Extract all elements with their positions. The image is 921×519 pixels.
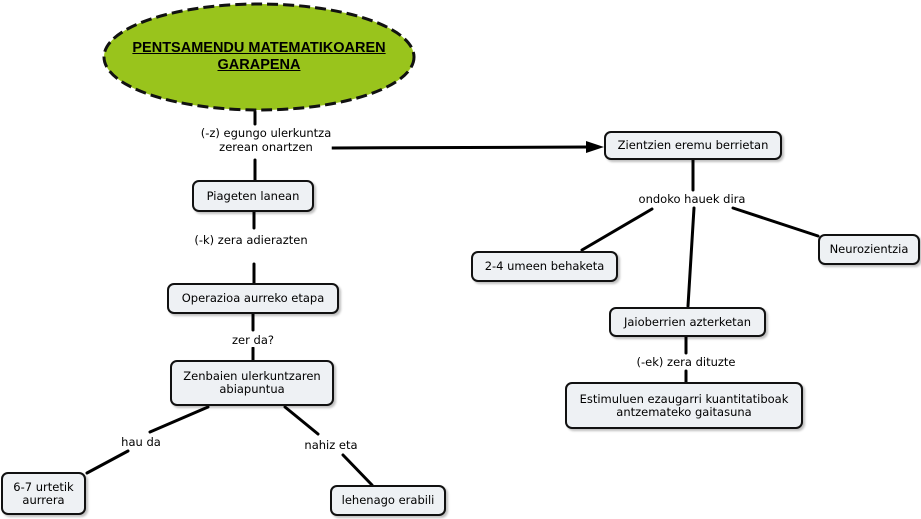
node-zientzien-label: Zientzien eremu berrietan bbox=[617, 138, 769, 152]
connector-zenbaien-nahiz bbox=[283, 405, 320, 436]
node-urtetik-line-2: aurrera bbox=[22, 492, 65, 507]
connector-ondoko-umeen bbox=[580, 207, 654, 252]
node-piageten-label: Piageten lanean bbox=[206, 188, 300, 203]
node-zenbaien-line-2: abiapuntua bbox=[219, 382, 285, 396]
title-node[interactable]: PENTSAMENDU MATEMATIKOAREN GARAPENA bbox=[104, 3, 414, 111]
connector-zenbaien-haude bbox=[148, 405, 210, 434]
node-urtetik-line-1: 6-7 urtetik bbox=[13, 479, 74, 494]
connector-ondoko-jaioberrien bbox=[686, 206, 696, 308]
title-line-2: GARAPENA bbox=[217, 57, 301, 73]
connector-nahiz-lehenago bbox=[341, 453, 374, 487]
node-estimuluen-line-2: antzemateko gaitasuna bbox=[616, 404, 752, 419]
node-jaioberrien[interactable]: Jaioberrien azterketan bbox=[609, 307, 766, 337]
node-lehenago[interactable]: lehenago erabili bbox=[330, 485, 446, 516]
node-piageten[interactable]: Piageten lanean bbox=[192, 180, 314, 212]
node-operazioa[interactable]: Operazioa aurreko etapa bbox=[167, 283, 339, 314]
link-label-egungo-line-1: (-z) egungo ulerkuntza bbox=[200, 126, 332, 140]
node-zientzien[interactable]: Zientzien eremu berrietan bbox=[604, 131, 782, 160]
node-urtetik[interactable]: 6-7 urtetik aurrera bbox=[1, 472, 86, 515]
arrowhead-zientzien bbox=[586, 141, 604, 153]
link-label-egungo-line-2: zerean onartzen bbox=[219, 140, 313, 154]
link-label-ondoko: ondoko hauek dira bbox=[638, 192, 746, 206]
node-estimuluen-line-1: Estimuluen ezaugarri kuantitatiboak bbox=[579, 391, 789, 406]
link-label-dituzte: (-ek) zera dituzte bbox=[636, 355, 736, 369]
node-estimuluen[interactable]: Estimuluen ezaugarri kuantitatiboak antz… bbox=[565, 382, 803, 429]
node-umeen[interactable]: 2-4 umeen behaketa bbox=[471, 251, 618, 282]
link-label-hau-da: hau da bbox=[121, 435, 161, 449]
node-neurozientzia[interactable]: Neurozientzia bbox=[818, 234, 920, 265]
link-label-zer-da: zer da? bbox=[232, 333, 274, 347]
node-jaioberrien-label: Jaioberrien azterketan bbox=[623, 314, 752, 329]
title-ellipse bbox=[102, 2, 416, 112]
link-label-egungo: (-z) egungo ulerkuntza zerean onartzen bbox=[200, 126, 332, 154]
connector-haude-urtetik bbox=[85, 449, 130, 475]
node-umeen-label: 2-4 umeen behaketa bbox=[484, 259, 605, 273]
link-label-nahiz-eta: nahiz eta bbox=[304, 438, 358, 452]
node-zenbaien[interactable]: Zenbaien ulerkuntzaren abiapuntua bbox=[170, 360, 334, 406]
node-neurozientzia-label: Neurozientzia bbox=[829, 242, 909, 256]
connector-ondoko-neurozientzia bbox=[731, 206, 820, 238]
node-operazioa-label: Operazioa aurreko etapa bbox=[181, 291, 325, 305]
node-lehenago-label: lehenago erabili bbox=[341, 493, 435, 507]
title-line-1: PENTSAMENDU MATEMATIKOAREN bbox=[132, 40, 386, 56]
link-label-adierazten: (-k) zera adierazten bbox=[194, 233, 308, 247]
node-zenbaien-line-1: Zenbaien ulerkuntzaren bbox=[183, 369, 321, 383]
connector-egungo-zientzien bbox=[330, 145, 592, 150]
